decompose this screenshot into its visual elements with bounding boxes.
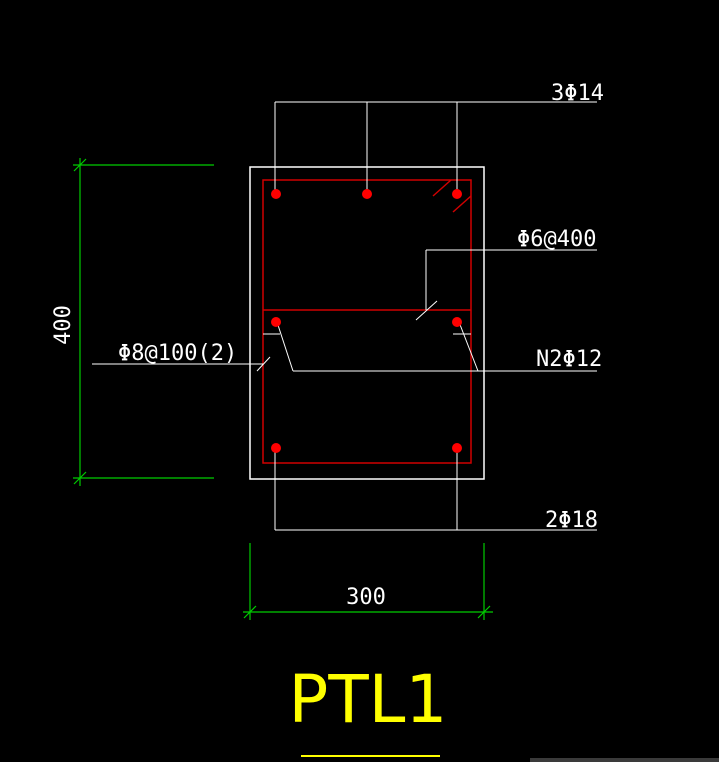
tie-bar-label: Φ6@400 (517, 227, 596, 252)
stirrup-leader (92, 356, 271, 372)
status-corner (530, 758, 719, 762)
rebar-dot (452, 189, 462, 199)
side-bars-leader (263, 321, 597, 372)
side-bars-label: N2Φ12 (536, 347, 602, 372)
bottom-bars-leader (274, 448, 597, 531)
rebar-dot (452, 317, 462, 327)
side-rebars (271, 317, 462, 327)
tie-bar-leader (415, 249, 597, 321)
width-dimension (243, 543, 493, 620)
top-bars-leader (274, 101, 597, 195)
stirrup (262, 179, 472, 464)
height-dimension (73, 158, 214, 486)
rebar-dot (452, 443, 462, 453)
height-dimension-text: 400 (51, 305, 76, 345)
stirrup-label: Φ8@100(2) (118, 341, 237, 366)
beam-section-outline (249, 166, 485, 480)
width-dimension-text: 300 (346, 585, 386, 610)
top-rebars (271, 189, 462, 199)
rebar-dot (271, 189, 281, 199)
bottom-rebars (271, 443, 462, 453)
rebar-dot (271, 317, 281, 327)
rebar-dot (271, 443, 281, 453)
bottom-bars-label: 2Φ18 (545, 508, 598, 533)
top-bars-label: 3Φ14 (551, 81, 604, 106)
drawing-title: PTL1 (289, 661, 448, 738)
rebar-dot (362, 189, 372, 199)
